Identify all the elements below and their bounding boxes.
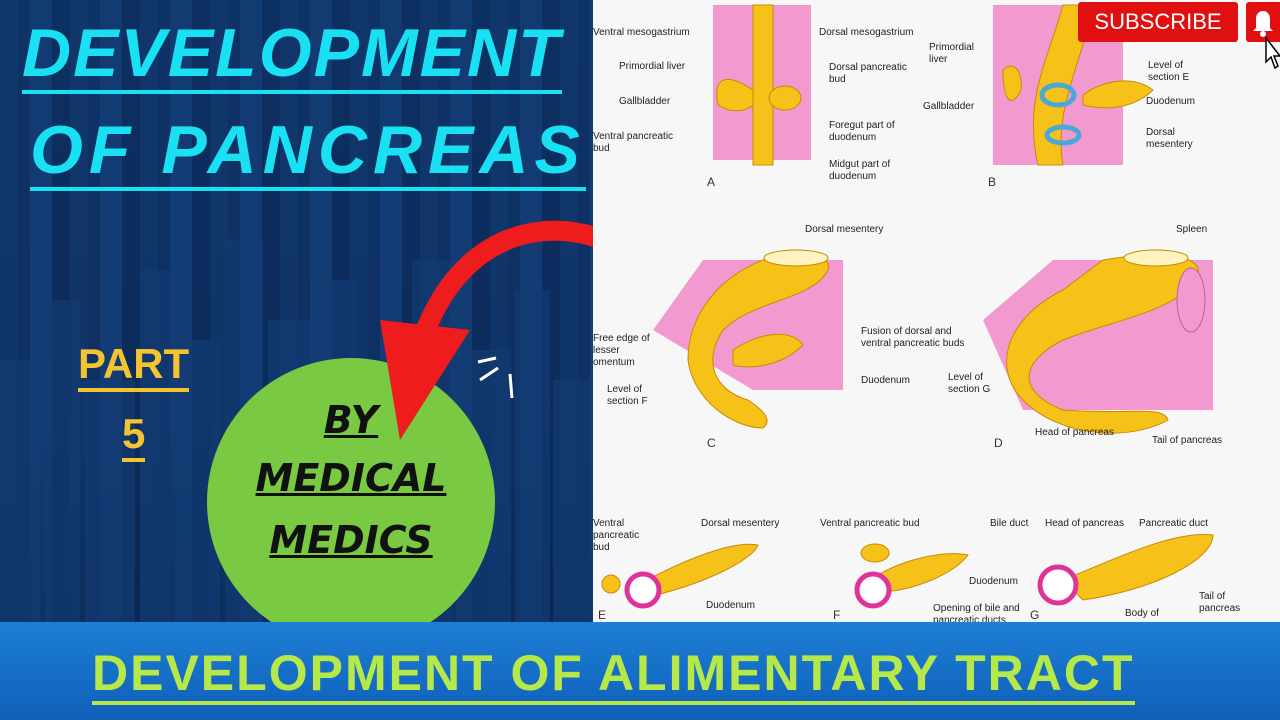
bottom-title: DEVELOPMENT OF ALIMENTARY TRACT xyxy=(92,645,1135,705)
label-duodenum-g: Duodenum xyxy=(969,576,1018,587)
bell-icon xyxy=(1253,11,1273,37)
label-duodenum-c: Duodenum xyxy=(861,375,910,386)
part-label: PART xyxy=(78,340,190,392)
label-foregut-duodenum: Foregut part of duodenum xyxy=(829,120,895,143)
label-pancreatic-duct: Pancreatic duct xyxy=(1139,518,1208,529)
subfigure-a: A xyxy=(707,175,716,189)
label-fusion: Fusion of dorsal and ventral pancreatic … xyxy=(861,326,965,349)
label-gallbladder: Gallbladder xyxy=(619,96,671,107)
title-line-2: OF PANCREAS xyxy=(30,113,586,191)
subfigure-d: D xyxy=(994,436,1003,450)
label-tail-of-pancreas: Tail of pancreas xyxy=(1152,435,1223,446)
label-duodenum-e: Duodenum xyxy=(706,600,755,611)
badge-line-1: BY xyxy=(323,398,379,442)
label-dorsal-mesogastrium: Dorsal mesogastrium xyxy=(819,27,914,38)
label-dorsal-mesentery-e: Dorsal mesentery xyxy=(701,518,780,529)
label-dorsal-pancreatic-bud: Dorsal pancreatic bud xyxy=(829,62,907,85)
label-dorsal-mesentery-b: Dorsal mesentery xyxy=(1146,127,1193,150)
label-ventral-mesogastrium: Ventral mesogastrium xyxy=(593,27,690,38)
badge-line-2: MEDICAL xyxy=(255,456,447,500)
subfigure-b: B xyxy=(988,175,997,189)
label-gallbladder-b: Gallbladder xyxy=(923,101,975,112)
author-badge: BY MEDICAL MEDICS xyxy=(207,358,495,646)
label-tail-of-pancreas-g: Tail of pancreas xyxy=(1199,591,1241,614)
subfigure-c: C xyxy=(707,436,716,450)
label-opening-ducts: Opening of bile and pancreatic ducts xyxy=(933,603,1020,622)
subfigure-e: E xyxy=(598,608,607,622)
label-level-section-e: Level of section E xyxy=(1148,60,1190,83)
bell-button[interactable] xyxy=(1246,2,1280,42)
label-midgut-duodenum: Midgut part of duodenum xyxy=(829,159,891,182)
label-head-of-pancreas-g: Head of pancreas xyxy=(1045,518,1124,529)
label-head-of-pancreas: Head of pancreas xyxy=(1035,427,1114,438)
label-ventral-bud-f: Ventral pancreatic bud xyxy=(820,518,920,529)
label-level-section-f: Level of section F xyxy=(607,384,648,407)
pancreas-diagram: Ventral mesogastrium Dorsal mesogastrium… xyxy=(593,0,1280,622)
subscribe-button[interactable]: SUBSCRIBE xyxy=(1078,2,1238,42)
subfigure-f: F xyxy=(833,608,841,622)
label-free-edge: Free edge of lesser omentum xyxy=(593,333,650,368)
label-ventral-pancreatic-bud: Ventral pancreatic bud xyxy=(593,131,674,154)
label-ventral-bud-e: Ventral pancreatic bud xyxy=(593,518,640,553)
subfigure-g: G xyxy=(1030,608,1040,622)
title-line-1: DEVELOPMENT xyxy=(22,16,562,94)
label-body-of: Body of xyxy=(1125,608,1159,619)
badge-line-3: MEDICS xyxy=(269,518,433,562)
sparkle-icon xyxy=(477,356,514,399)
label-duodenum-b: Duodenum xyxy=(1146,96,1195,107)
cursor-icon xyxy=(1265,36,1280,70)
label-primordial-liver-b: Primordial liver xyxy=(929,42,975,65)
label-dorsal-mesentery-c: Dorsal mesentery xyxy=(805,224,884,235)
label-primordial-liver: Primordial liver xyxy=(619,61,686,72)
label-spleen: Spleen xyxy=(1176,224,1208,235)
label-bile-duct: Bile duct xyxy=(990,518,1029,529)
label-level-section-g: Level of section G xyxy=(948,372,991,395)
part-number: 5 xyxy=(122,410,146,462)
